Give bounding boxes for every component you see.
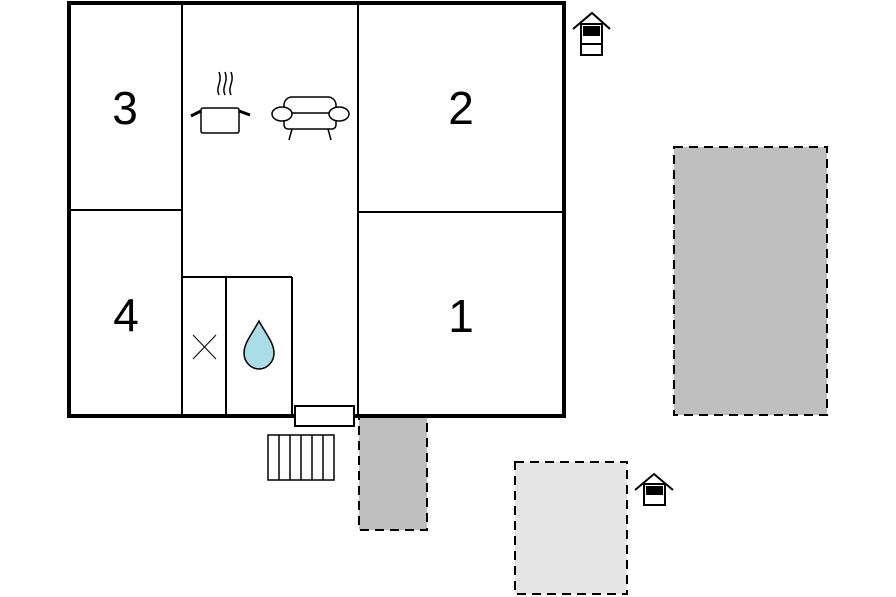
- terrace-light: [514, 461, 628, 595]
- water-drop-icon: [243, 319, 275, 370]
- room-4-label: 4: [113, 289, 139, 341]
- house-icon: [572, 11, 611, 56]
- stairs-icon: [267, 434, 335, 481]
- room-3-label: 3: [112, 82, 138, 134]
- room-1-label: 1: [448, 290, 474, 342]
- terrace-large: [673, 146, 828, 416]
- cooking-pot-icon: [190, 71, 251, 134]
- terrace-entrance: [358, 415, 428, 531]
- sofa-icon: [271, 96, 350, 141]
- toilet-cross-icon: [192, 334, 217, 360]
- house-icon: [634, 472, 674, 506]
- room-2-label: 2: [448, 82, 474, 134]
- interior-walls: [69, 3, 564, 416]
- entrance-door: [294, 405, 355, 427]
